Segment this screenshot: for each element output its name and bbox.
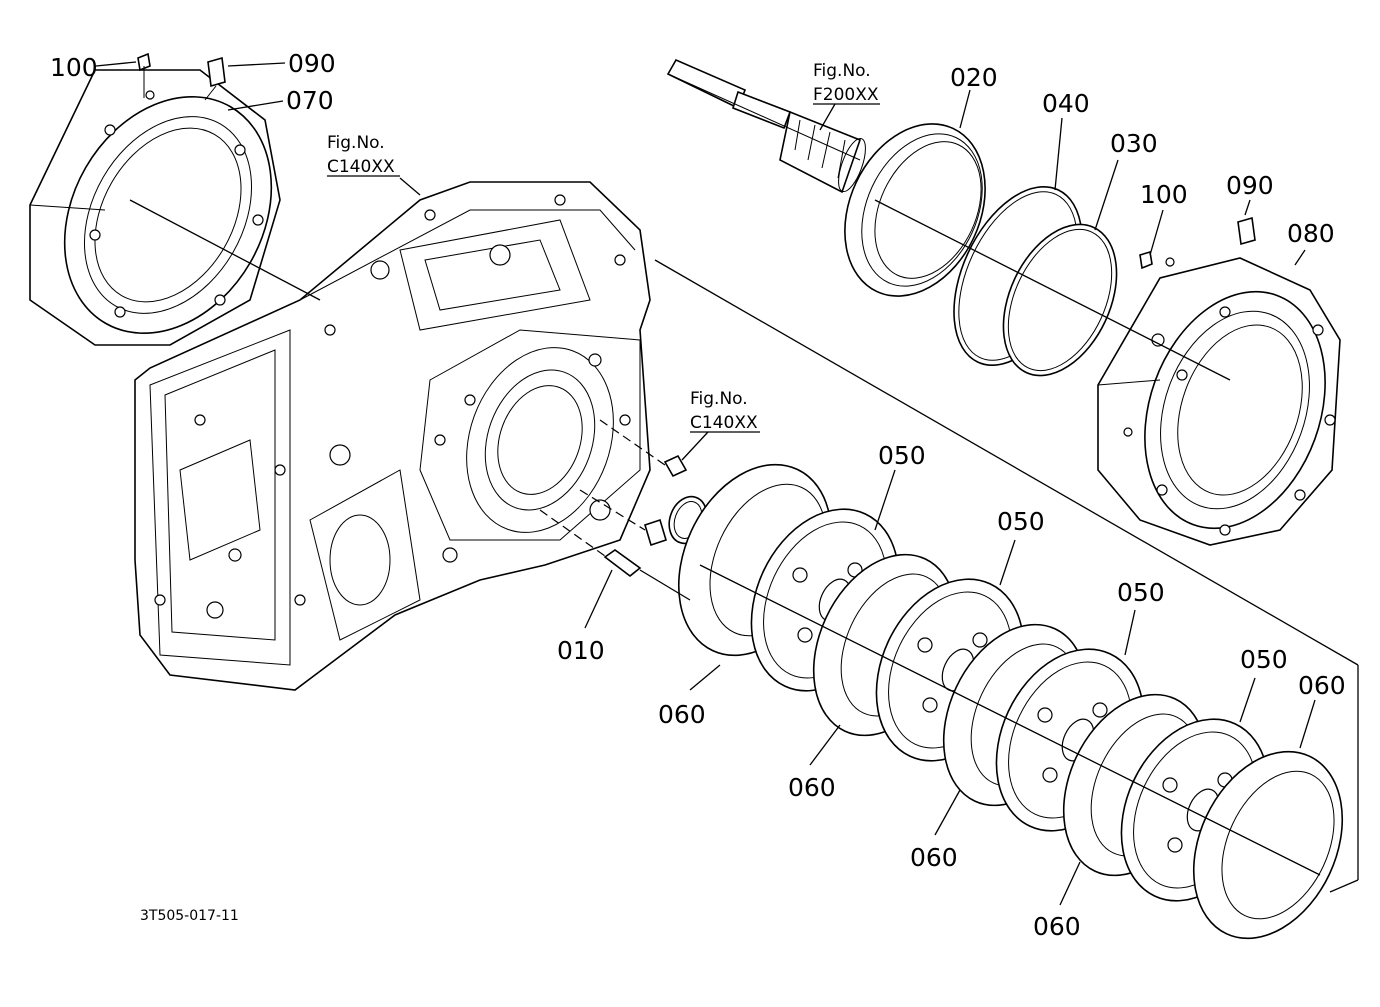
fig-ref-heading-2: Fig.No.	[813, 61, 871, 81]
callout-090-left[interactable]: 090	[288, 49, 336, 78]
fig-ref-code-1[interactable]: C140XX	[327, 157, 395, 177]
seal-020	[844, 123, 986, 297]
callout-060-d[interactable]: 060	[1033, 912, 1081, 941]
callout-050-b[interactable]: 050	[997, 507, 1045, 536]
callout-050-c[interactable]: 050	[1117, 578, 1165, 607]
transmission-case	[134, 181, 651, 691]
callout-050-d[interactable]: 050	[1240, 645, 1288, 674]
callout-070[interactable]: 070	[286, 86, 334, 115]
callout-090-right[interactable]: 090	[1226, 171, 1274, 200]
callout-010[interactable]: 010	[557, 636, 605, 665]
shaft	[666, 58, 866, 194]
callout-060-a[interactable]: 060	[658, 700, 706, 729]
callout-050-a[interactable]: 050	[878, 441, 926, 470]
left-brake-housing	[29, 52, 281, 346]
callout-020[interactable]: 020	[950, 63, 998, 92]
callout-060-e[interactable]: 060	[1298, 671, 1346, 700]
callout-060-b[interactable]: 060	[788, 773, 836, 802]
callout-030[interactable]: 030	[1110, 129, 1158, 158]
pin-010	[603, 549, 642, 578]
callout-060-c[interactable]: 060	[910, 843, 958, 872]
callout-080[interactable]: 080	[1287, 219, 1335, 248]
leader-lines	[95, 61, 1316, 906]
callout-100-left[interactable]: 100	[50, 53, 98, 82]
fig-ref-code-2[interactable]: F200XX	[813, 85, 879, 105]
callout-040[interactable]: 040	[1042, 89, 1090, 118]
callout-100-right[interactable]: 100	[1140, 180, 1188, 209]
fig-ref-heading-3: Fig.No.	[690, 389, 748, 409]
ring-030	[1002, 223, 1118, 377]
fig-ref-code-3[interactable]: C140XX	[690, 413, 758, 433]
right-brake-housing	[1097, 216, 1341, 546]
plate-060-e	[1192, 750, 1344, 940]
center-lines	[129, 199, 1359, 893]
document-id: 3T505-017-11	[140, 908, 239, 924]
fig-ref-heading-1: Fig.No.	[327, 133, 385, 153]
